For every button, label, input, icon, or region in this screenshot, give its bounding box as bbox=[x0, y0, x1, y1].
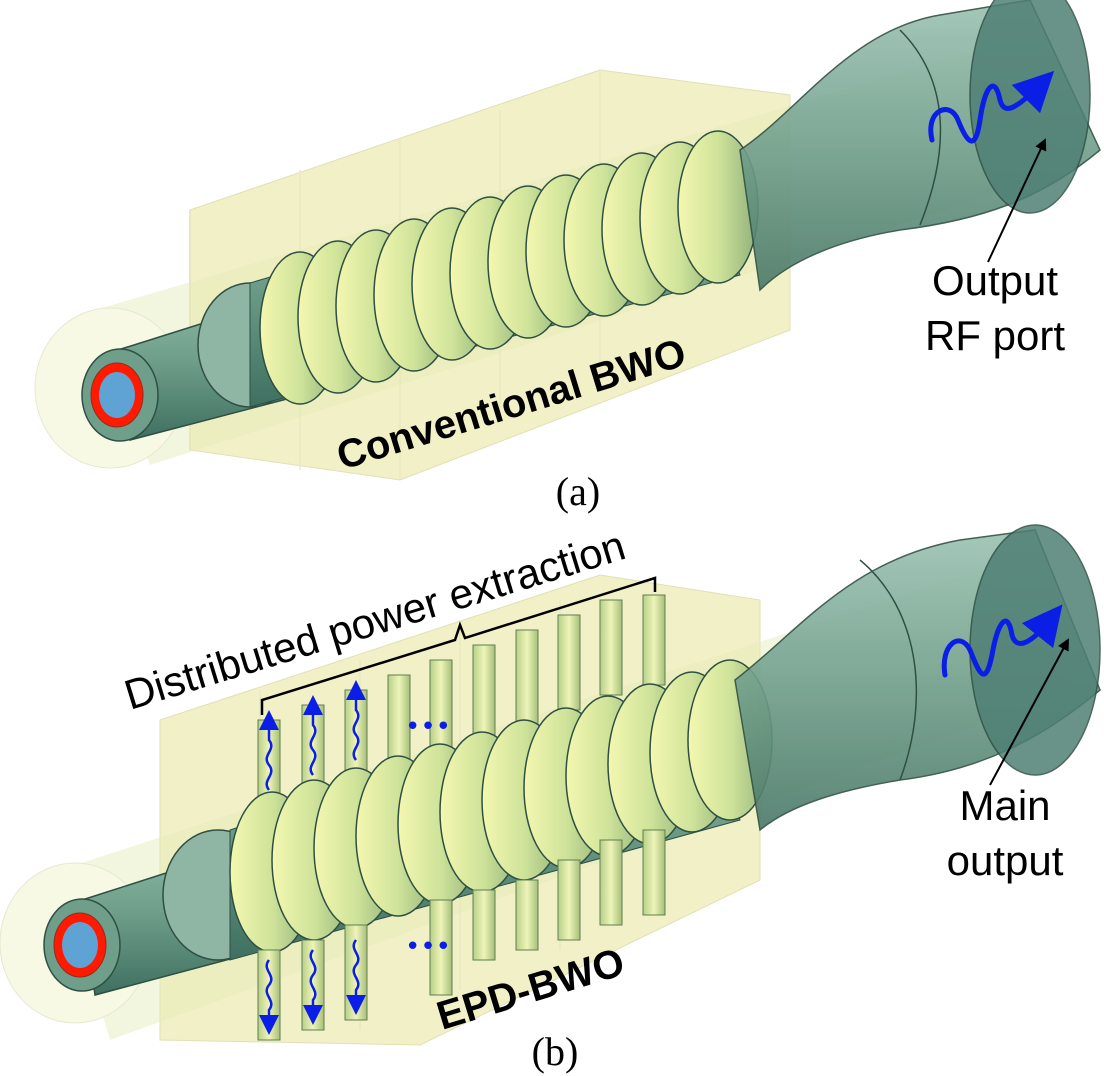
output-label-line2-a: RF port bbox=[925, 312, 1065, 359]
output-label-line1-b: Main bbox=[959, 782, 1050, 829]
stub-top-10 bbox=[642, 594, 666, 686]
stub-wave-bottom-3 bbox=[346, 939, 366, 1015]
stub-bottom-6 bbox=[515, 879, 539, 951]
output-horn-a bbox=[739, 0, 1101, 292]
top-stubs-b bbox=[257, 594, 666, 801]
output-label-line1-a: Output bbox=[932, 257, 1058, 304]
output-label-line2-b: output bbox=[947, 837, 1064, 884]
rf-wave-a bbox=[928, 70, 1055, 144]
electron-beam-a bbox=[90, 362, 144, 428]
stub-bottom-4 bbox=[429, 899, 453, 996]
stub-wave-top-2 bbox=[303, 695, 323, 776]
stub-bottom-7 bbox=[557, 859, 581, 941]
panel-a: Output RF port Conventional BWO (a) bbox=[34, 0, 1101, 514]
panel-b: ••• ••• Distributed power extraction Mai… bbox=[0, 521, 1101, 1074]
stub-bottom-5 bbox=[472, 889, 496, 961]
output-horn-b bbox=[734, 524, 1101, 832]
ellipsis-top: ••• bbox=[405, 712, 451, 742]
stub-waves-bottom bbox=[259, 939, 366, 1035]
caption-b: (b) bbox=[532, 1029, 579, 1074]
extraction-bracket bbox=[260, 576, 657, 715]
stub-top-6 bbox=[472, 644, 496, 741]
stub-top-9 bbox=[599, 599, 623, 696]
stub-bottom-8 bbox=[599, 839, 623, 926]
stub-top-7 bbox=[515, 629, 539, 726]
stub-wave-bottom-2 bbox=[303, 949, 323, 1025]
stub-bottom-9 bbox=[642, 829, 666, 916]
stub-wave-bottom-1 bbox=[259, 959, 279, 1035]
output-leader-arrow-a bbox=[987, 138, 1047, 263]
stub-wave-top-3 bbox=[346, 680, 366, 761]
rf-wave-b bbox=[941, 604, 1063, 678]
ellipsis-bottom: ••• bbox=[405, 932, 451, 962]
slow-wave-rings-a bbox=[197, 130, 759, 408]
electron-beam-b bbox=[53, 912, 107, 978]
stub-top-8 bbox=[557, 614, 581, 711]
caption-a: (a) bbox=[556, 469, 600, 514]
stub-wave-top-1 bbox=[259, 710, 279, 791]
output-leader-arrow-b bbox=[989, 638, 1069, 786]
stub-bottom-3 bbox=[344, 924, 368, 1021]
stub-waves-top bbox=[259, 680, 366, 791]
slow-wave-rings-b bbox=[162, 659, 773, 961]
